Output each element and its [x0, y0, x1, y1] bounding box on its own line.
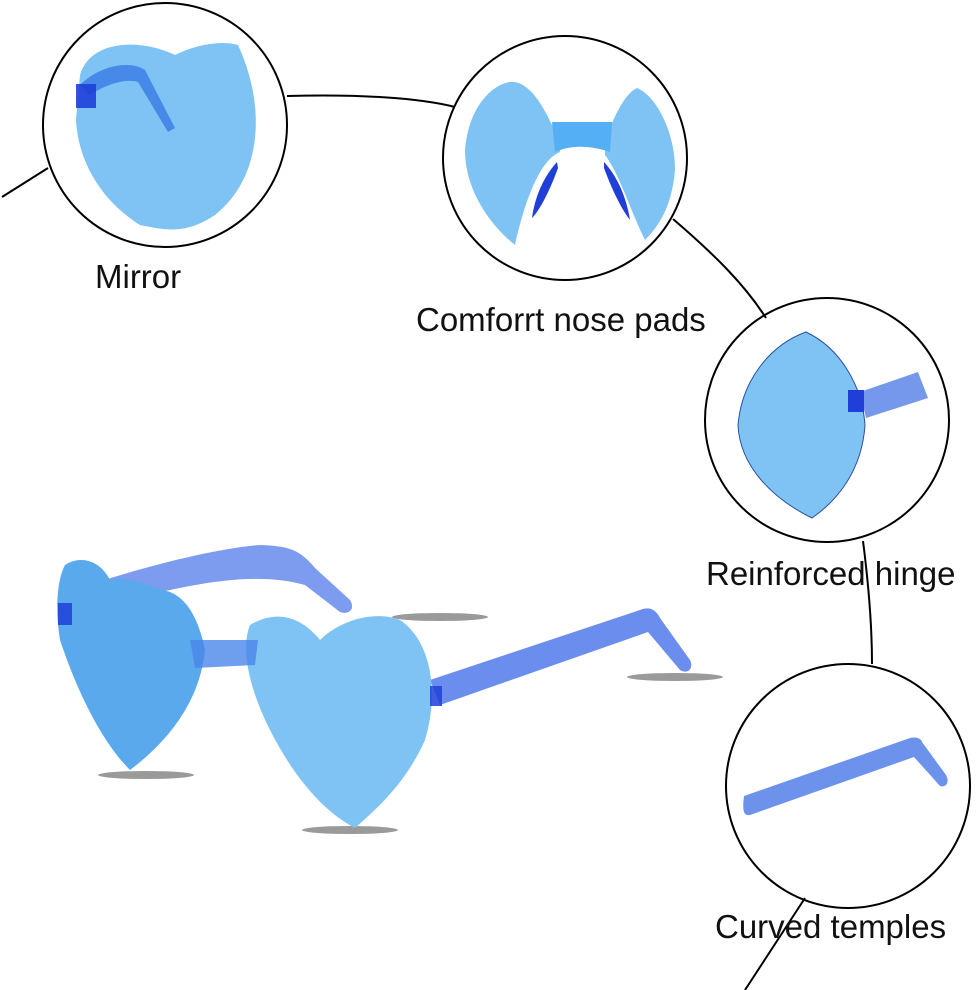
left-hinge	[58, 603, 72, 625]
hinge-circle	[704, 297, 950, 543]
mirror-lens	[76, 43, 256, 230]
nose-right-lens	[605, 88, 675, 240]
connector-mirror-left	[1, 167, 49, 198]
callout-hinge	[704, 297, 950, 543]
shadow	[627, 673, 723, 681]
hinge-temple-arm	[860, 372, 928, 418]
shadow	[98, 771, 194, 779]
nose-pad-left	[532, 162, 558, 218]
label-mirror: Mirror	[95, 258, 182, 295]
hinge-lens	[737, 331, 866, 519]
nose-bridge	[552, 122, 612, 152]
connector-temples-bottom	[744, 897, 806, 990]
main-glasses	[57, 545, 723, 834]
front-temple-arm	[430, 608, 692, 705]
temple-arm-detail	[743, 737, 948, 816]
nose-pad-right	[604, 162, 630, 220]
hinge-block	[848, 390, 864, 412]
back-temple-arm	[95, 545, 353, 613]
connector-lines	[1, 94, 873, 990]
connector-mirror-to-nose	[286, 94, 456, 108]
bridge	[190, 640, 258, 668]
temples-circle	[725, 663, 971, 909]
right-hinge	[430, 686, 442, 706]
callout-mirror	[42, 2, 288, 248]
shadow	[392, 613, 488, 621]
nose-circle	[442, 35, 688, 281]
mirror-circle	[42, 2, 288, 248]
nose-left-lens	[465, 81, 560, 246]
right-lens	[246, 616, 432, 828]
shadow	[302, 826, 398, 834]
mirror-temple-arm	[80, 65, 175, 132]
label-hinge: Reinforced hinge	[706, 555, 956, 592]
connector-hinge-to-temples	[862, 540, 873, 665]
label-nose-pads: Comforrt nose pads	[416, 301, 706, 338]
connector-nose-to-hinge	[672, 218, 767, 319]
callout-temples	[725, 663, 971, 909]
left-lens	[57, 560, 206, 770]
label-temples: Curved temples	[715, 908, 947, 945]
callout-nose-pads	[442, 35, 688, 281]
mirror-hinge	[76, 84, 96, 108]
